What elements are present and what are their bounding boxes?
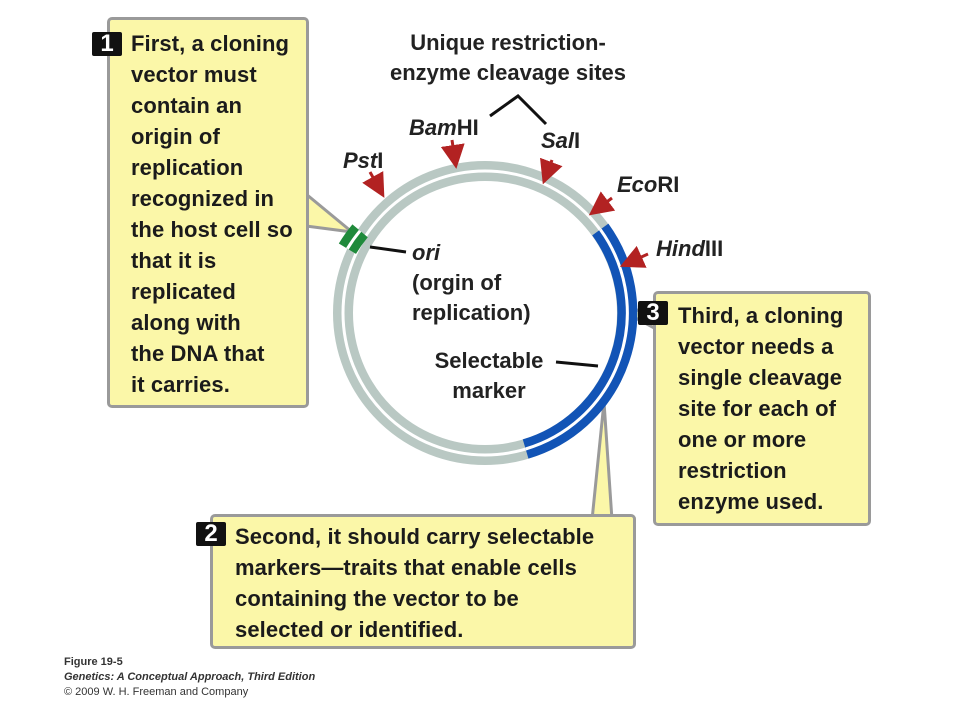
ecori-arrow: [588, 191, 616, 216]
ori-label-line-1: ori: [412, 240, 441, 265]
ori-label-line-2: (orgin of: [412, 270, 502, 295]
callout-2-number: 2: [196, 522, 226, 546]
callout-3-line: Third, a cloning: [678, 303, 844, 328]
callout-2: Second, it should carry selectable marke…: [210, 514, 636, 649]
site-sali-italic: Sal: [541, 128, 575, 153]
site-label-ecori: EcoRI: [617, 172, 679, 198]
callout-2-line: markers—traits that enable cells: [235, 555, 577, 580]
site-bamhi-roman: HI: [456, 115, 479, 140]
marker-leader-line: [555, 360, 599, 368]
site-label-psti: PstI: [343, 148, 383, 174]
restriction-sites-heading: Unique restriction- enzyme cleavage site…: [368, 28, 648, 88]
callout-1-text: First, a cloning vector must contain an …: [131, 28, 293, 400]
caption-copyright: © 2009 W. H. Freeman and Company: [64, 686, 249, 698]
callout-2-line: containing the vector to be: [235, 586, 519, 611]
callout-3-line: single cleavage: [678, 365, 843, 390]
callout-1-line: that it is: [131, 248, 217, 273]
callout-1-line: contain an: [131, 93, 243, 118]
marker-label-line-2: marker: [452, 378, 526, 403]
site-hindiii-roman: III: [704, 236, 724, 261]
site-hindiii-italic: Hind: [656, 236, 705, 261]
callout-1-line: it carries.: [131, 372, 230, 397]
ori-segment-inner-line: [346, 229, 362, 250]
site-psti-italic: Pst: [343, 148, 378, 173]
callout-1-line: recognized in: [131, 186, 275, 211]
ori-label: ori (orgin of replication): [412, 238, 531, 328]
callout-3-line: one or more: [678, 427, 807, 452]
callout-3-line: vector needs a: [678, 334, 834, 359]
callout-2-pointer: [590, 400, 614, 522]
callout-1-line: replicated: [131, 279, 236, 304]
callout-1-number: 1: [92, 32, 122, 56]
site-label-hindiii: HindIII: [656, 236, 723, 262]
site-label-sali: SalI: [541, 128, 580, 154]
callout-1: First, a cloning vector must contain an …: [107, 17, 309, 408]
callout-2-text: Second, it should carry selectable marke…: [235, 521, 594, 645]
caption-figure-number: Figure 19-5: [64, 656, 123, 668]
psti-arrow: [362, 171, 385, 198]
callout-1-line: along with: [131, 310, 241, 335]
caption-book-title: Genetics: A Conceptual Approach, Third E…: [64, 671, 316, 683]
callout-1-line: the DNA that: [131, 341, 265, 366]
site-psti-roman: I: [377, 148, 384, 173]
selectable-marker-segment: [522, 223, 638, 459]
site-label-bamhi: BamHI: [409, 115, 479, 141]
heading-line-1: Unique restriction-: [410, 30, 606, 55]
selectable-marker-label: Selectable marker: [424, 346, 554, 406]
figure-caption: Figure 19-5 Genetics: A Conceptual Appro…: [64, 655, 315, 700]
callout-1-line: vector must: [131, 62, 257, 87]
callout-3-text: Third, a cloning vector needs a single c…: [678, 300, 843, 517]
callout-1-line: First, a cloning: [131, 31, 290, 56]
bamhi-arrow: [440, 139, 465, 169]
heading-line-2: enzyme cleavage sites: [389, 60, 627, 85]
heading-bracket: [489, 94, 548, 126]
hindiii-arrow: [619, 245, 649, 268]
site-ecori-italic: Eco: [617, 172, 658, 197]
sali-arrow: [540, 157, 563, 185]
selectable-marker-segment-inner-line: [525, 228, 629, 451]
marker-label-line-1: Selectable: [434, 348, 544, 373]
callout-3-number: 3: [638, 301, 668, 325]
callout-3-line: restriction: [678, 458, 787, 483]
callout-2-line: Second, it should carry selectable: [235, 524, 595, 549]
callout-1-line: origin of: [131, 124, 220, 149]
site-bamhi-italic: Bam: [409, 115, 457, 140]
callout-1-line: replication: [131, 155, 244, 180]
callout-1-line: the host cell so: [131, 217, 293, 242]
callout-2-line: selected or identified.: [235, 617, 464, 642]
callout-3-line: site for each of: [678, 396, 837, 421]
site-ecori-roman: RI: [657, 172, 680, 197]
callout-3: Third, a cloning vector needs a single c…: [653, 291, 871, 526]
callout-3-line: enzyme used.: [678, 489, 824, 514]
site-sali-roman: I: [574, 128, 581, 153]
ori-label-line-3: replication): [412, 300, 531, 325]
callout-1-pointer: [304, 192, 354, 234]
ori-leader-line: [369, 245, 407, 254]
